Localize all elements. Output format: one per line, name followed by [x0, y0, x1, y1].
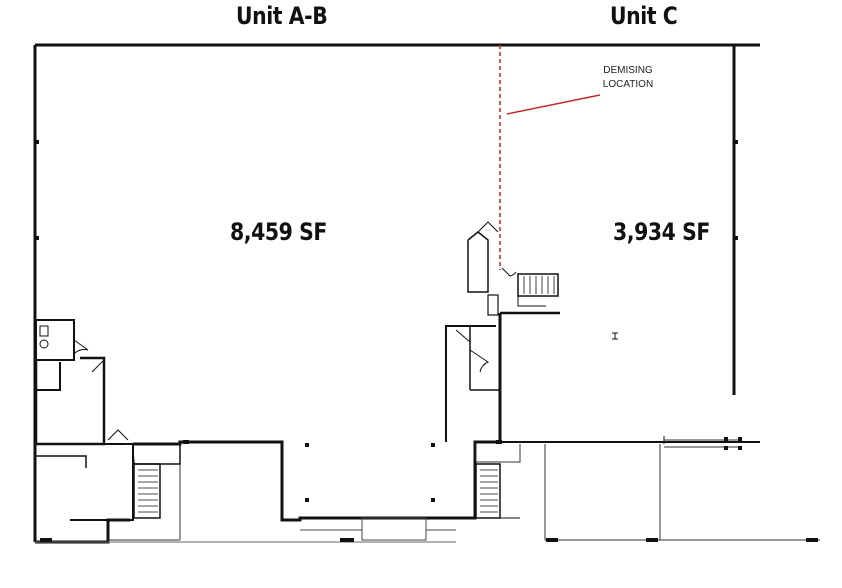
unit-ab-title: Unit A-B — [236, 2, 328, 30]
left-office-cluster — [34, 319, 181, 541]
office-partition — [36, 362, 61, 391]
storefront-opening — [361, 517, 427, 541]
unit-ab-area: 8,459 SF — [230, 218, 327, 246]
right-stair-landing — [475, 444, 521, 463]
unit-c-interior — [500, 267, 820, 541]
upper-stair — [517, 273, 559, 297]
sink-fixture — [39, 339, 49, 349]
hall-walls — [104, 443, 134, 521]
demising-marker — [499, 45, 601, 270]
alcove-walls — [467, 231, 489, 293]
stair-landing — [132, 444, 181, 465]
lower-office-walls — [36, 455, 87, 468]
door-swing-3 — [107, 429, 129, 441]
column-box — [487, 294, 499, 316]
door-swing-1 — [73, 339, 89, 355]
right-stair-lower — [475, 463, 501, 519]
wall-ticks — [35, 140, 818, 542]
unit-c-title: Unit C — [610, 2, 678, 30]
door-swing-2 — [91, 359, 105, 373]
toilet-fixture — [39, 325, 49, 337]
south-storefront — [35, 517, 456, 543]
center-office-walls — [445, 325, 496, 442]
demising-note: DEMISING LOCATION — [596, 64, 660, 92]
demising-line1: DEMISING — [603, 65, 653, 76]
center-office-cluster — [445, 221, 521, 519]
exterior-walls — [33, 43, 760, 544]
demising-line2: LOCATION — [602, 79, 654, 90]
left-stair — [133, 463, 161, 519]
unit-c-area: 3,934 SF — [613, 218, 710, 246]
demising-leader — [506, 94, 601, 115]
south-entry-ab — [133, 313, 502, 522]
center-door-swing — [455, 329, 471, 343]
left-stair-treads — [138, 469, 158, 513]
